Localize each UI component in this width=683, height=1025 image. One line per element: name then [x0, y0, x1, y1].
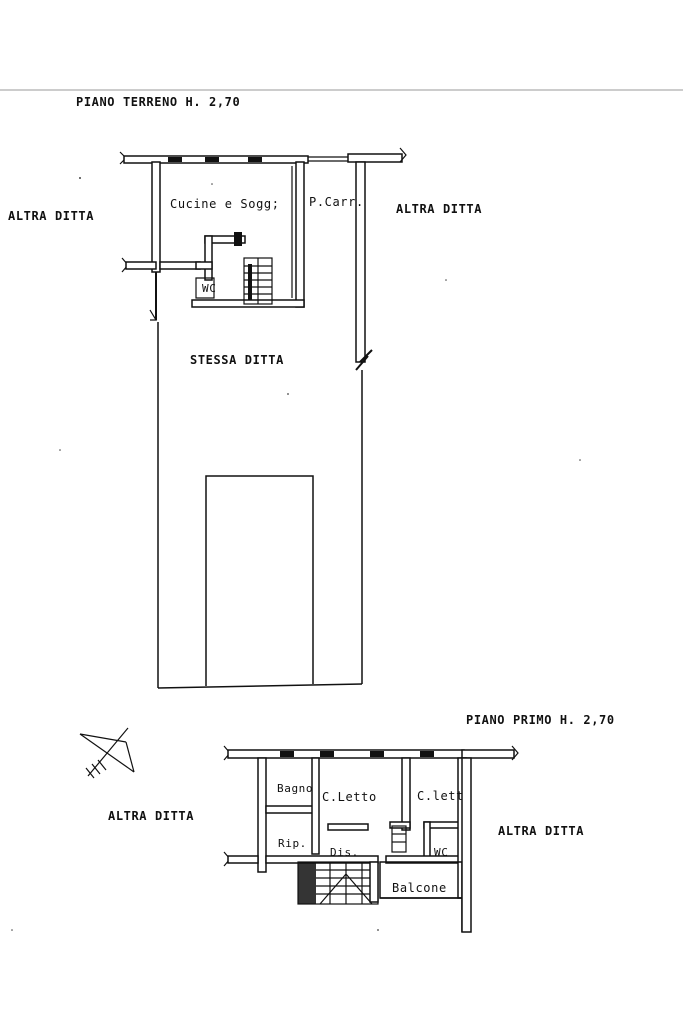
first-floor-left-neighbor: ALTRA DITTA	[108, 809, 194, 823]
bedroom-2-label: C.lett	[417, 789, 464, 803]
ground-wc-label: WC	[202, 282, 216, 295]
storage-label: Rip.	[278, 837, 307, 850]
scan-specks	[11, 177, 581, 931]
passage-label: P.Carr.	[309, 195, 364, 209]
wc-enclosure	[195, 232, 246, 299]
first-floor-interior-walls	[265, 757, 467, 899]
ground-floor-right-neighbor: ALTRA DITTA	[396, 202, 482, 216]
ground-floor-title: PIANO TERRENO H. 2,70	[76, 95, 240, 109]
ground-floor-left-wall	[149, 161, 161, 321]
bedroom-1-label: C.Letto	[322, 790, 377, 804]
first-floor-right-wall	[461, 757, 472, 933]
kitchen-right-wall	[295, 161, 305, 308]
ground-floor-left-neighbor: ALTRA DITTA	[8, 209, 94, 223]
north-arrow-icon	[79, 727, 135, 779]
ground-floor-plan: PIANO TERRENO H. 2,70 ALTRA DITTA ALTRA …	[8, 95, 482, 689]
ground-floor-top-wall	[119, 147, 407, 165]
first-floor-right-neighbor: ALTRA DITTA	[498, 824, 584, 838]
ground-floor-left-stub	[121, 257, 201, 273]
courtyard-outline	[157, 322, 363, 689]
balcony-outline	[379, 861, 463, 932]
kitchen-label: Cucine e Sogg;	[170, 197, 280, 211]
bath-label: Bagno	[277, 782, 313, 795]
ground-floor-staircase	[243, 257, 273, 305]
courtyard-label: STESSA DITTA	[190, 353, 284, 367]
ground-floor-right-wall	[355, 161, 373, 371]
first-floor-title: PIANO PRIMO H. 2,70	[466, 713, 615, 727]
first-floor-left-wall	[223, 757, 267, 873]
first-floor-plan: PIANO PRIMO H. 2,70 ALTRA DITTA ALTRA DI…	[79, 713, 615, 933]
first-wc-label: WC	[434, 846, 448, 859]
hall-label: Dis.	[330, 846, 359, 859]
balcony-label: Balcone	[392, 881, 447, 895]
first-floor-top-wall	[223, 745, 519, 761]
first-floor-staircase	[297, 825, 407, 905]
